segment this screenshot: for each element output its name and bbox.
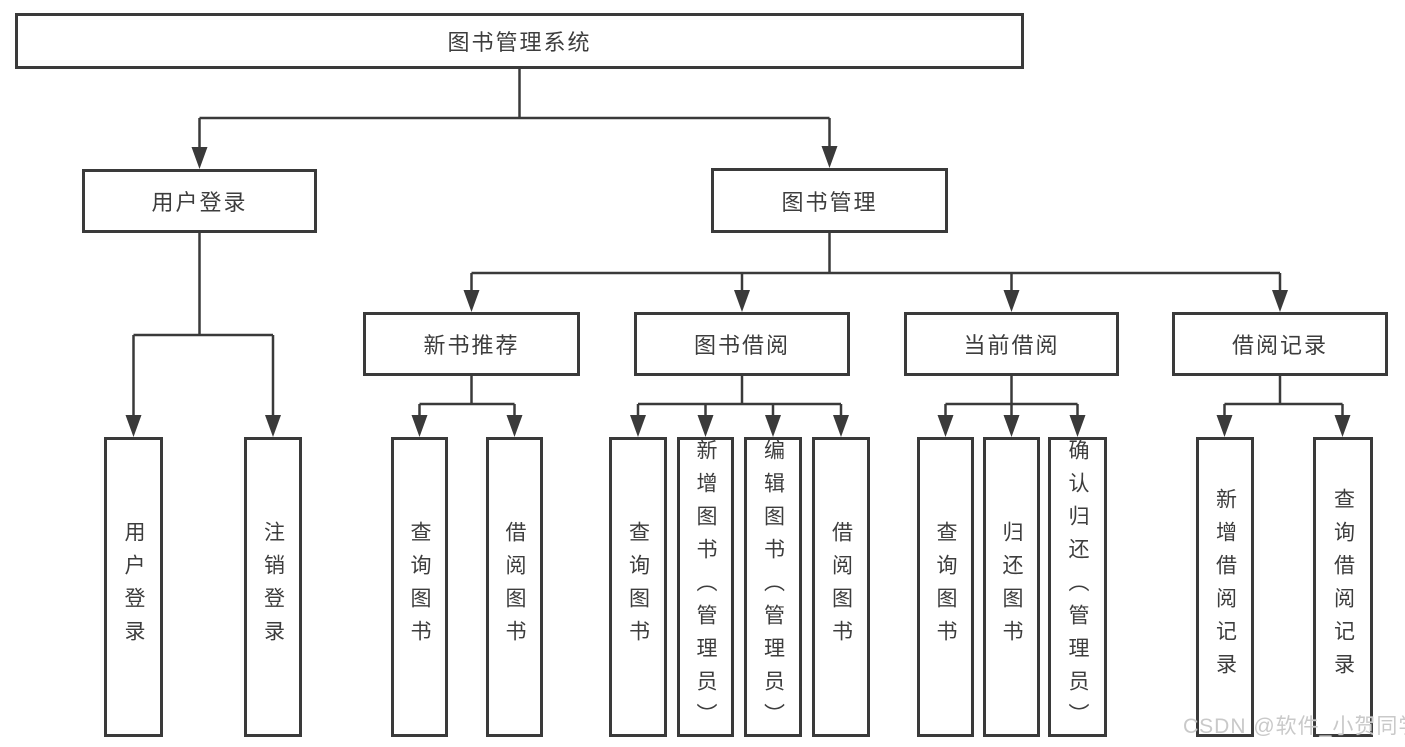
- node-query-books-borrowing: 查询图书: [609, 437, 667, 737]
- node-book-borrowing: 图书借阅: [634, 312, 850, 376]
- node-borrowing-records: 借阅记录: [1172, 312, 1388, 376]
- node-add-books-admin: 新增图书（管理员）: [677, 437, 734, 737]
- watermark-text: CSDN @软件_小贺同学: [1183, 715, 1405, 738]
- node-user-login: 用户登录: [82, 169, 317, 233]
- node-query-borrow-record: 查询借阅记录: [1313, 437, 1373, 737]
- node-new-book-recommendation: 新书推荐: [363, 312, 580, 376]
- node-confirm-return-admin: 确认归还（管理员）: [1048, 437, 1107, 737]
- node-user-login-leaf: 用户登录: [104, 437, 163, 737]
- node-borrow-books-recommend: 借阅图书: [486, 437, 543, 737]
- node-add-borrow-record: 新增借阅记录: [1196, 437, 1254, 737]
- node-current-borrowing: 当前借阅: [904, 312, 1119, 376]
- node-library-management-system: 图书管理系统: [15, 13, 1024, 69]
- node-query-books-recommend: 查询图书: [391, 437, 448, 737]
- node-return-books: 归还图书: [983, 437, 1040, 737]
- node-borrow-books-borrowing: 借阅图书: [812, 437, 870, 737]
- node-edit-books-admin: 编辑图书（管理员）: [744, 437, 802, 737]
- node-query-books-current: 查询图书: [917, 437, 974, 737]
- node-logout: 注销登录: [244, 437, 302, 737]
- node-book-management: 图书管理: [711, 168, 948, 233]
